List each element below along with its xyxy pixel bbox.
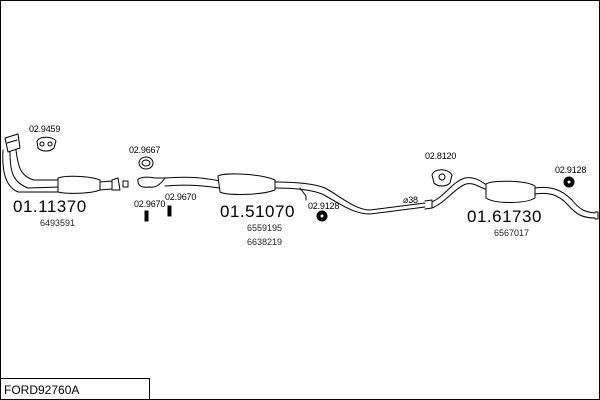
oe-number: 6567017 <box>494 228 530 238</box>
accessory-ref: 02.9667 <box>129 145 161 155</box>
diagram-code-box <box>0 378 150 399</box>
accessory-ref: 02.9128 <box>308 201 340 211</box>
rubber-hanger-icon <box>299 187 328 222</box>
gasket-icon <box>36 136 57 152</box>
accessory-ref: ⌀38 <box>403 195 418 205</box>
accessory-ref: 02.8120 <box>425 151 457 161</box>
front-pipe-drawing <box>2 133 129 194</box>
rear-rubber-hanger-icon <box>563 176 575 188</box>
middle-silencer-drawing <box>137 173 433 215</box>
accessory-ref: 02.9670 <box>165 192 197 202</box>
diagram-code: FORD92760A <box>4 383 80 397</box>
accessory-ref: 02.9128 <box>555 165 587 175</box>
bolt-icon <box>144 205 172 222</box>
part-number: 01.11370 <box>13 197 87 216</box>
oe-number: 6559195 <box>247 223 283 233</box>
part-number: 01.61730 <box>467 207 542 226</box>
accessory-ref: 02.9459 <box>29 124 61 134</box>
sealing-ring-icon <box>138 156 154 170</box>
rear-silencer-drawing <box>431 177 599 220</box>
pipe-clamp-icon <box>431 169 453 187</box>
oe-number: 6493591 <box>40 218 76 228</box>
part-number: 01.51070 <box>220 202 295 221</box>
oe-number: 6638219 <box>247 237 283 247</box>
accessory-ref: 02.9670 <box>134 199 166 209</box>
